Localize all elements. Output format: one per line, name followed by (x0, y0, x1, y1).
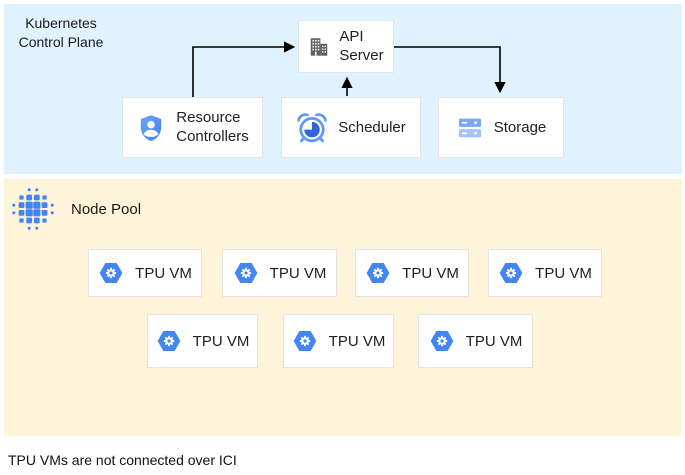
node-tpu-vm: TPU VM (222, 249, 337, 297)
node-pool-panel (4, 179, 682, 436)
shield-user-icon (140, 114, 162, 141)
storage-label: Storage (493, 119, 547, 136)
hexagon-gear-icon (234, 263, 258, 283)
node-pool-label: Node Pool (71, 200, 142, 218)
api-server-label-line1: API (339, 27, 364, 45)
node-tpu-vm: TPU VM (418, 314, 533, 368)
node-tpu-vm: TPU VM (88, 249, 202, 297)
node-tpu-vm: TPU VM (488, 249, 602, 297)
hexagon-gear-icon (366, 263, 390, 283)
hexagon-gear-icon (99, 263, 123, 283)
node-tpu-vm: TPU VM (283, 314, 394, 368)
tpu-vm-label: TPU VM (402, 264, 459, 282)
alarm-clock-icon (297, 112, 328, 142)
tpu-vm-label: TPU VM (192, 332, 250, 350)
building-icon (311, 37, 328, 56)
tpu-vm-label: TPU VM (269, 264, 327, 282)
node-tpu-vm: TPU VM (147, 314, 258, 368)
tpu-vm-label: TPU VM (535, 264, 592, 282)
api-server-label-line2: Server (339, 46, 384, 64)
tpu-dots-icon (12, 188, 54, 230)
control-plane-label-line1: Kubernetes (25, 15, 97, 31)
node-resource-controllers: Resource Controllers (122, 97, 263, 158)
node-storage: Storage (438, 97, 564, 158)
node-pool-header: Node Pool (10, 186, 141, 232)
node-tpu-vm: TPU VM (355, 249, 469, 297)
control-plane-label-line2: Control Plane (18, 33, 104, 50)
hexagon-gear-icon (293, 331, 317, 351)
storage-icon (458, 118, 481, 137)
hexagon-gear-icon (499, 263, 523, 283)
hexagon-gear-icon (430, 331, 454, 351)
hexagon-gear-icon (157, 331, 181, 351)
tpu-vm-label: TPU VM (135, 264, 192, 282)
control-plane-label: Kubernetes Control Plane (8, 14, 114, 52)
tpu-vm-label: TPU VM (465, 332, 523, 350)
node-scheduler: Scheduler (281, 97, 421, 158)
caption: TPU VMs are not connected over ICI (8, 452, 237, 468)
tpu-vm-label: TPU VM (328, 332, 386, 350)
resource-controllers-label-line2: Controllers (176, 127, 249, 145)
resource-controllers-label-line1: Resource (176, 108, 241, 126)
node-api-server: API Server (298, 20, 394, 73)
scheduler-label: Scheduler (338, 119, 406, 136)
